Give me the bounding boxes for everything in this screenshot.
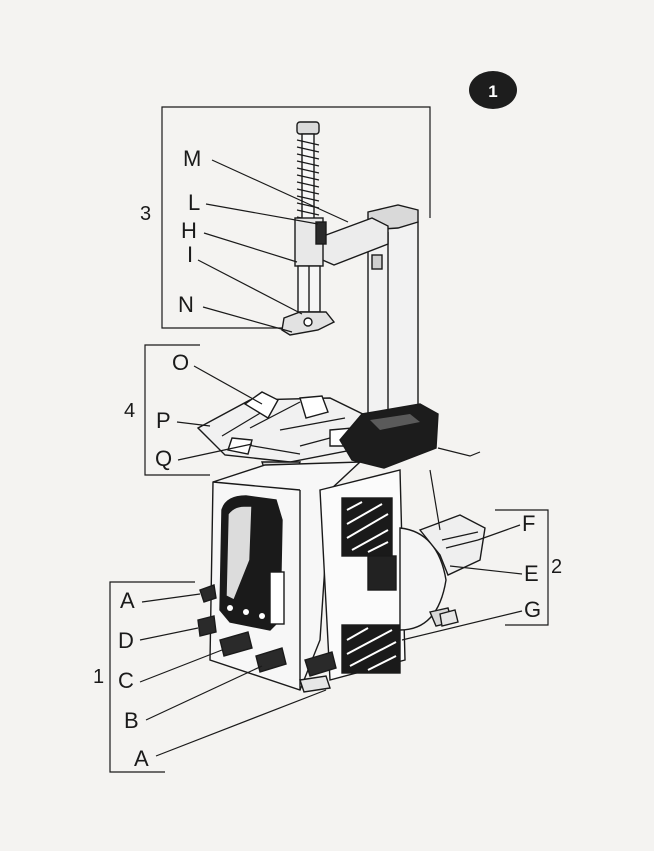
callout-N: N	[178, 292, 293, 333]
base-feet	[299, 609, 459, 693]
callout-A-top: A	[120, 588, 201, 613]
callout-A-bottom: A	[134, 689, 327, 771]
swing-arm	[317, 217, 389, 270]
group-bracket-1: 1	[93, 581, 195, 773]
callout-label-D: D	[118, 628, 134, 653]
callout-E: E	[449, 561, 539, 586]
callout-label-F: F	[522, 511, 535, 536]
callout-I: I	[187, 242, 303, 315]
figure-number: 1	[488, 82, 497, 101]
group-bracket-3: 3	[140, 106, 431, 329]
callout-label-N: N	[178, 292, 194, 317]
group-label-1: 1	[93, 666, 104, 688]
callout-D: D	[118, 627, 199, 653]
callout-label-L: L	[188, 190, 200, 215]
figure-number-badge: 1	[469, 71, 517, 109]
bead-breaker-cylinder	[399, 469, 486, 631]
callout-label-P: P	[156, 408, 171, 433]
callout-label-G: G	[524, 597, 541, 622]
tire-changer-machine	[196, 121, 486, 693]
callout-C: C	[118, 649, 223, 693]
group-label-2: 2	[551, 556, 562, 578]
callout-label-E: E	[524, 561, 539, 586]
callout-label-B: B	[124, 708, 139, 733]
callout-F: F	[477, 511, 535, 541]
callout-label-M: M	[183, 146, 201, 171]
callout-label-Q: Q	[155, 446, 172, 471]
callout-H: H	[181, 218, 298, 263]
callout-Q: Q	[155, 443, 253, 471]
group-label-3: 3	[140, 203, 151, 225]
group-bracket-4: 4	[124, 344, 210, 476]
tool-head	[281, 217, 336, 336]
callout-B: B	[124, 665, 263, 733]
callout-label-A-bottom: A	[134, 746, 149, 771]
callout-label-H: H	[181, 218, 197, 243]
callout-O: O	[172, 350, 263, 405]
front-panel-recess	[219, 495, 285, 631]
callout-L: L	[188, 190, 319, 225]
vertical-shaft-spring	[296, 121, 320, 227]
callout-P: P	[156, 408, 211, 433]
callout-label-C: C	[118, 668, 134, 693]
callout-label-I: I	[187, 242, 193, 267]
tower-column	[367, 204, 419, 446]
callout-label-A-top: A	[120, 588, 135, 613]
bead-breaker-arm-top	[339, 403, 481, 469]
callout-label-O: O	[172, 350, 189, 375]
side-bead-breaker-pads	[341, 497, 401, 674]
group-label-4: 4	[124, 400, 135, 422]
callout-G: G	[401, 597, 541, 641]
group-bracket-2: 2	[495, 509, 562, 626]
foot-pedals	[197, 584, 337, 677]
callout-M: M	[183, 146, 349, 223]
